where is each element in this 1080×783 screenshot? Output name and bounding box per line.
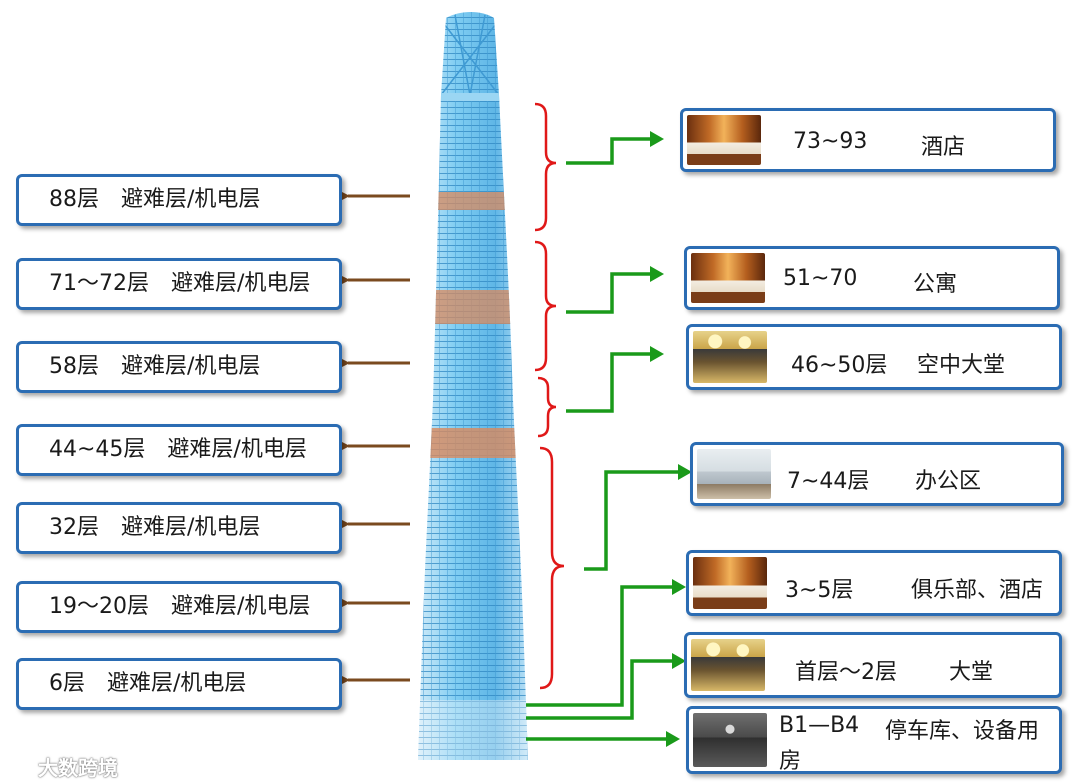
zone-floors: B1—B4 (779, 713, 860, 738)
zone-floors: 73~93 (793, 129, 868, 154)
zone-lobby: 首层～2层 大堂 (684, 632, 1062, 698)
zone-floors: 7~44层 (787, 469, 870, 494)
zone-floors: 3~5层 (785, 578, 854, 603)
zone-parking: B1—B4 停车库、设备用 房 (686, 706, 1062, 774)
zone-apartment: 51~70 公寓 (684, 246, 1060, 310)
zone-office: 7~44层 办公区 (690, 442, 1064, 506)
refuge-label-text: 19～20层 避难层/机电层 (49, 594, 311, 619)
refuge-label-58: 58层 避难层/机电层 (16, 341, 342, 393)
refuge-label-text: 32层 避难层/机电层 (49, 515, 261, 540)
zone-braces (534, 102, 565, 690)
zone-sky-lobby: 46~50层 空中大堂 (686, 324, 1062, 390)
zone-use-continued: 房 (779, 749, 802, 774)
refuge-band-44 (418, 428, 528, 458)
refuge-label-88: 88层 避难层/机电层 (16, 174, 342, 226)
zone-use: 大堂 (949, 660, 994, 685)
refuge-label-text: 88层 避难层/机电层 (49, 187, 261, 212)
refuge-band-88 (418, 192, 528, 210)
office-photo (697, 449, 771, 499)
function-arrow-heads (650, 131, 692, 747)
apartment-room-photo (691, 253, 765, 303)
watermark-logo-icon (9, 759, 31, 774)
refuge-arrows (340, 191, 410, 685)
watermark-text: 大数跨境 (38, 756, 118, 780)
tower-illustration (418, 12, 528, 760)
function-arrows (526, 137, 680, 741)
zone-use: 停车库、设备用 (885, 719, 1040, 744)
lobby-photo (691, 639, 765, 691)
zone-use: 酒店 (921, 135, 966, 160)
zone-floors: 首层～2层 (795, 660, 897, 685)
watermark: 大数跨境 (8, 752, 118, 781)
hotel-room-photo (687, 115, 761, 165)
zone-floors: 51~70 (783, 266, 858, 291)
refuge-label-text: 58层 避难层/机电层 (49, 354, 261, 379)
refuge-label-19-20: 19～20层 避难层/机电层 (16, 581, 342, 633)
zone-club-hotel: 3~5层 俱乐部、酒店 (686, 550, 1062, 616)
refuge-label-text: 44~45层 避难层/机电层 (49, 437, 307, 462)
zone-use: 俱乐部、酒店 (911, 578, 1044, 603)
refuge-label-6: 6层 避难层/机电层 (16, 658, 342, 710)
zone-floors: 46~50层 (791, 353, 888, 378)
refuge-label-44-45: 44~45层 避难层/机电层 (16, 424, 342, 476)
refuge-label-text: 71～72层 避难层/机电层 (49, 271, 311, 296)
refuge-band-71 (418, 290, 528, 324)
zone-use: 空中大堂 (917, 353, 1006, 378)
parking-photo (693, 713, 767, 767)
zone-hotel: 73~93 酒店 (680, 108, 1056, 172)
refuge-label-32: 32层 避难层/机电层 (16, 502, 342, 554)
brace-hotel (534, 102, 557, 232)
zone-use: 公寓 (913, 272, 958, 297)
refuge-label-71-72: 71～72层 避难层/机电层 (16, 258, 342, 310)
brace-sky-lobby (537, 376, 557, 438)
refuge-label-text: 6层 避难层/机电层 (49, 671, 247, 696)
club-hotel-photo (693, 557, 767, 609)
brace-office (539, 446, 565, 690)
sky-lobby-photo (693, 331, 767, 383)
zone-use: 办公区 (915, 469, 982, 494)
brace-apartment (534, 240, 557, 372)
